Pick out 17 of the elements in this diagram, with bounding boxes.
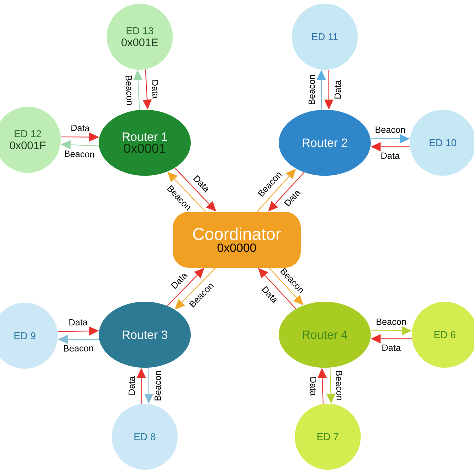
edge-label: Beacon (64, 346, 94, 352)
coordinator-box: Coordinator 0x0000 (173, 212, 301, 268)
edge-label: Beacon (308, 75, 316, 104)
edge-label: Data (382, 344, 401, 352)
edge-label: Beacon (65, 150, 94, 158)
edge-label: Data (334, 80, 342, 99)
edge-label: Data (70, 319, 88, 326)
edge-label: Data (152, 80, 158, 99)
edge-label: Data (128, 376, 136, 395)
edge-label: Beacon (336, 371, 342, 400)
edge-label: Beacon (126, 76, 132, 106)
edge-label: Beacon (154, 371, 162, 401)
edge-label: Data (310, 378, 316, 396)
edge-label: Beacon (376, 318, 406, 326)
edge-label: Beacon (376, 126, 406, 134)
edge-label: Data (72, 124, 90, 132)
edge-label: Data (382, 152, 400, 160)
